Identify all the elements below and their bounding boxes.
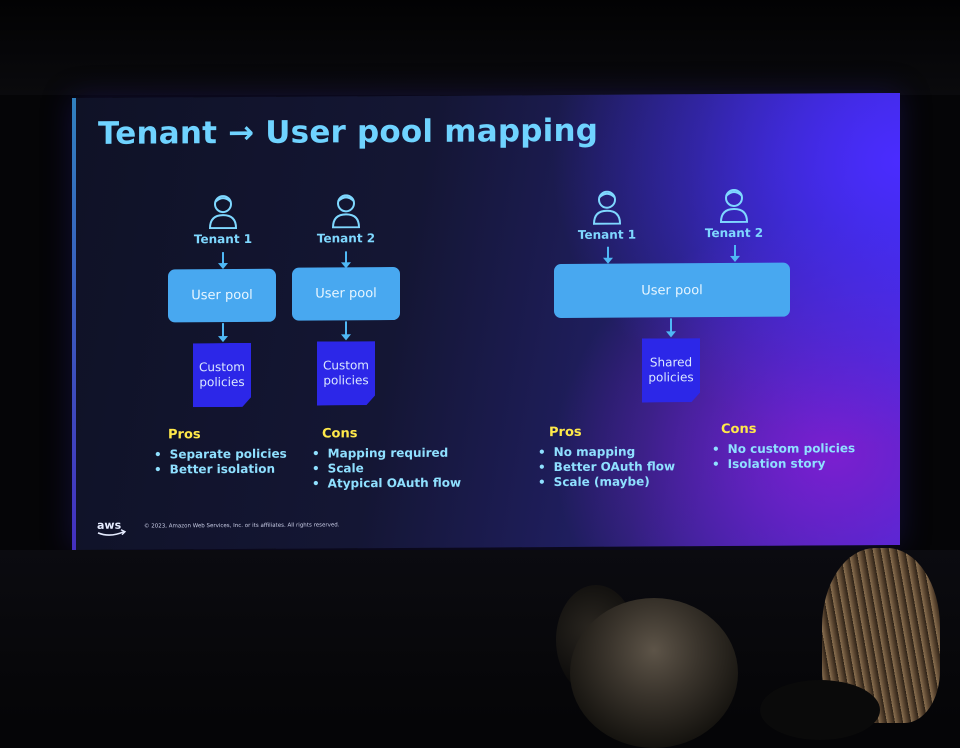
aws-logo-icon: aws xyxy=(97,519,127,536)
custom-policies-doc-2: Custom policies xyxy=(317,341,375,405)
svg-text:aws: aws xyxy=(97,519,122,532)
custom-policies-doc-1: Custom policies xyxy=(193,343,251,407)
arrow-down-icon xyxy=(734,244,736,257)
user-pool-box-1: User pool xyxy=(168,268,276,323)
tenant-label: Tenant 2 xyxy=(704,225,764,241)
tenant-label: Tenant 1 xyxy=(193,231,253,247)
copyright-notice: © 2023, Amazon Web Services, Inc. or its… xyxy=(144,522,340,530)
list-item: Isolation story xyxy=(712,456,855,472)
person-icon xyxy=(592,190,622,225)
slide-title: Tenant → User pool mapping xyxy=(98,112,599,152)
list-item: Scale xyxy=(312,461,461,477)
left-pros-heading: Pros xyxy=(168,427,201,443)
right-cons-heading: Cons xyxy=(721,421,757,438)
arrow-down-icon xyxy=(222,323,224,338)
tenant-label: Tenant 2 xyxy=(316,231,376,246)
list-item: Mapping required xyxy=(312,446,461,462)
projected-slide: Tenant → User pool mapping Tenant 1 Tena… xyxy=(72,92,900,551)
left-tenant-2: Tenant 2 xyxy=(301,192,391,246)
person-icon xyxy=(208,195,238,230)
arrow-down-icon xyxy=(670,318,672,333)
tenant-label: Tenant 1 xyxy=(577,227,637,242)
list-item: No custom policies xyxy=(712,441,856,457)
list-item: Better OAuth flow xyxy=(538,459,675,475)
left-tenant-1: Tenant 1 xyxy=(178,193,268,247)
person-icon xyxy=(719,188,749,224)
person-icon xyxy=(331,194,361,229)
slide-edge-glow xyxy=(72,97,76,551)
list-item: Scale (maybe) xyxy=(538,474,675,490)
list-item: No mapping xyxy=(538,444,675,460)
list-item: Better isolation xyxy=(154,462,287,478)
left-pros-list: Separate policies Better isolation xyxy=(154,447,287,478)
audience-head xyxy=(570,598,738,748)
right-pros-list: No mapping Better OAuth flow Scale (mayb… xyxy=(538,444,675,490)
dark-ceiling xyxy=(0,0,960,95)
arrow-down-icon xyxy=(607,246,609,259)
left-cons-heading: Cons xyxy=(322,426,358,442)
arrow-down-icon xyxy=(345,321,347,336)
shared-policies-doc: Shared policies xyxy=(642,338,700,402)
list-item: Separate policies xyxy=(154,447,287,463)
arrow-down-icon xyxy=(345,251,347,264)
list-item: Atypical OAuth flow xyxy=(312,476,461,492)
arrow-down-icon xyxy=(222,252,224,265)
right-tenant-1: Tenant 1 xyxy=(562,188,652,242)
right-cons-list: No custom policies Isolation story xyxy=(712,441,856,472)
right-pros-heading: Pros xyxy=(549,424,582,441)
right-tenant-2: Tenant 2 xyxy=(689,187,779,241)
user-pool-box-2: User pool xyxy=(292,266,400,321)
shared-user-pool-box: User pool xyxy=(554,262,790,319)
audience-shoulder xyxy=(760,680,880,740)
left-cons-list: Mapping required Scale Atypical OAuth fl… xyxy=(312,446,461,492)
